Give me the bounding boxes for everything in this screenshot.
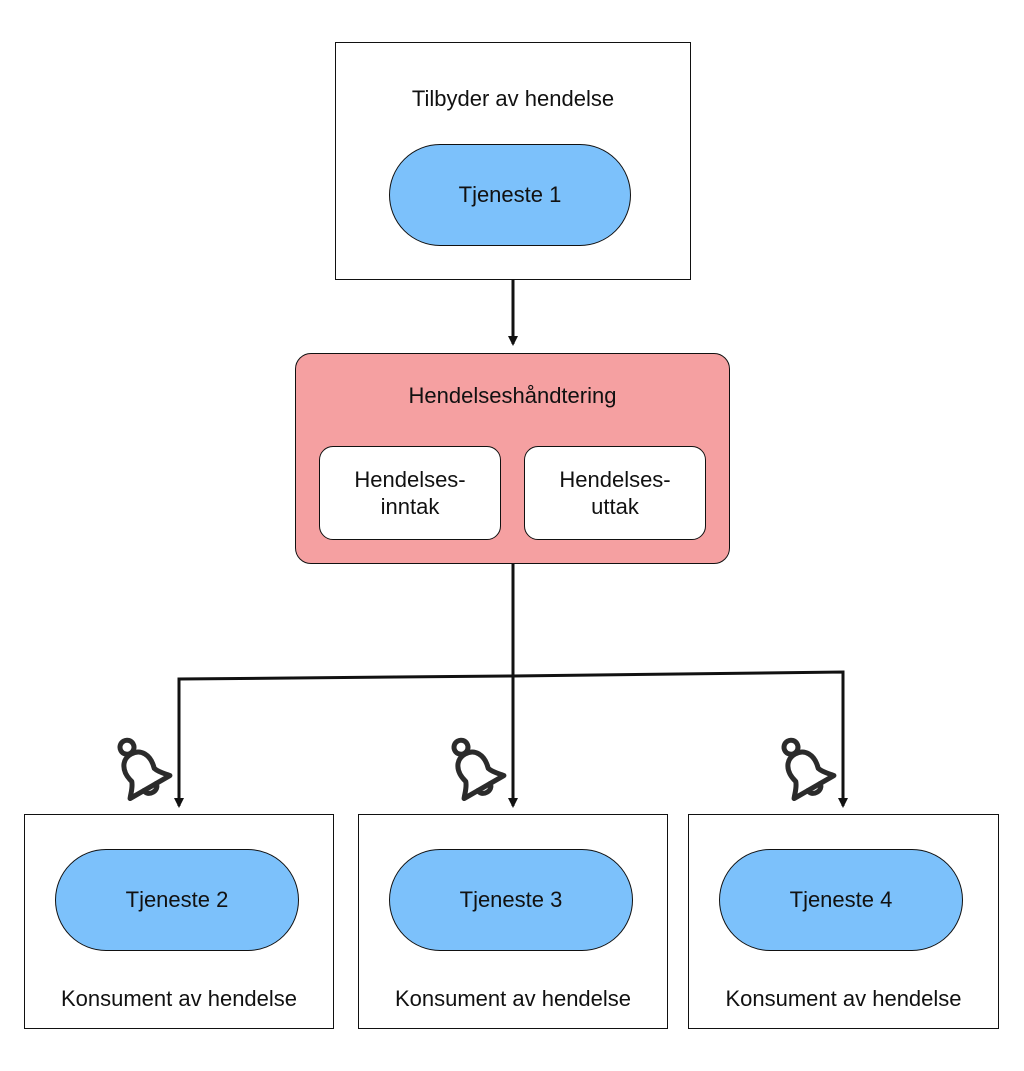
service-2-label: Tjeneste 2: [125, 887, 229, 912]
branch-line: [177, 670, 845, 806]
service-1-pill: Tjeneste 1: [389, 144, 631, 246]
event-output-box: Hendelses- uttak: [524, 446, 706, 540]
event-output-line1: Hendelses-: [559, 467, 671, 492]
service-4-label: Tjeneste 4: [789, 887, 893, 912]
service-1-label: Tjeneste 1: [458, 182, 562, 207]
consumer-caption-1: Konsument av hendelse: [60, 986, 298, 1011]
event-intake-line2: inntak: [380, 494, 440, 519]
consumer-caption-3: Konsument av hendelse: [725, 986, 962, 1011]
bell-icon: [781, 737, 837, 802]
service-4-pill: Tjeneste 4: [719, 849, 963, 951]
event-intake-box: Hendelses- inntak: [319, 446, 501, 540]
service-2-pill: Tjeneste 2: [55, 849, 299, 951]
consumer-caption-2: Konsument av hendelse: [394, 986, 632, 1011]
event-intake-line1: Hendelses-: [354, 467, 466, 492]
service-3-label: Tjeneste 3: [459, 887, 563, 912]
service-3-pill: Tjeneste 3: [389, 849, 633, 951]
provider-title: Tilbyder av hendelse: [411, 86, 615, 111]
bell-icon: [117, 737, 173, 802]
event-handling-title: Hendelseshåndtering: [408, 383, 617, 408]
bell-icon: [451, 737, 507, 802]
event-output-line2: uttak: [591, 494, 639, 519]
